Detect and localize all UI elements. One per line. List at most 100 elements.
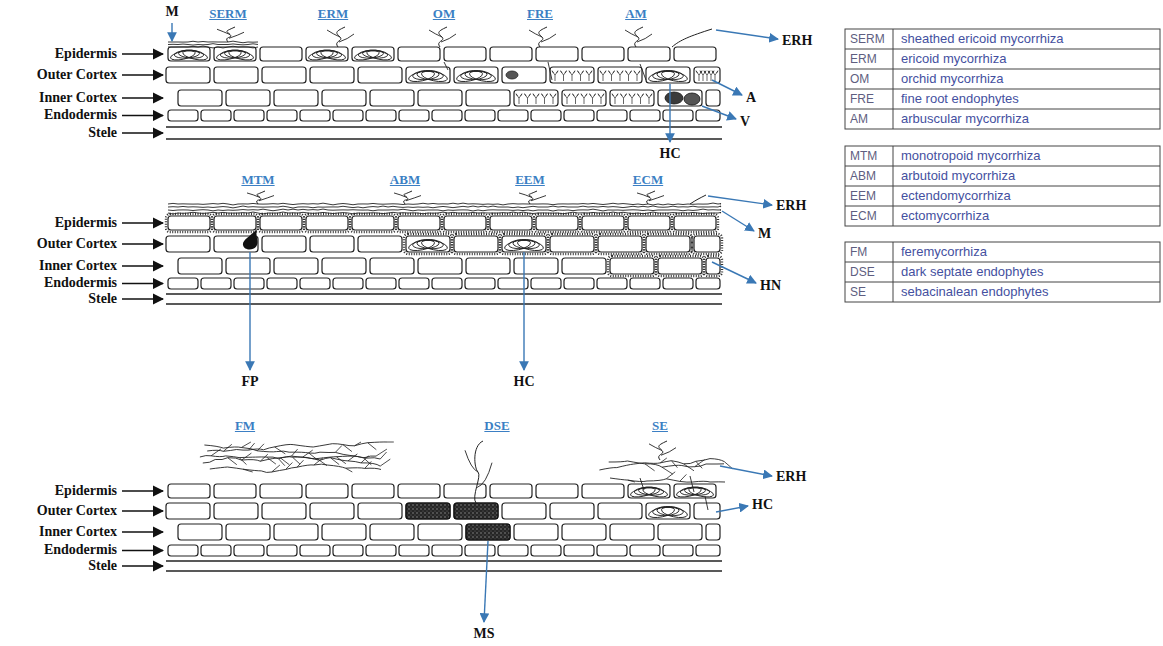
outer-cortex-cell <box>598 67 642 83</box>
endodermis-cell <box>201 278 231 289</box>
endodermis-cell <box>234 278 264 289</box>
table-rule <box>893 146 894 226</box>
leader-arrow <box>716 506 748 512</box>
inner-cortex-cell <box>178 524 222 540</box>
table-abbreviation: EEM <box>850 188 876 204</box>
hyphal-coil <box>661 505 689 519</box>
table-rule <box>845 206 1160 207</box>
hartig-net <box>672 214 718 232</box>
hypha <box>659 441 667 460</box>
hartig-net <box>452 234 500 254</box>
hartig-net <box>548 234 596 254</box>
type-label: ECM <box>633 172 663 188</box>
part-label: Endodermis <box>44 275 117 291</box>
epidermis-cell <box>582 47 624 61</box>
arbuscule <box>590 94 596 105</box>
hypha <box>429 30 442 37</box>
hypha <box>661 448 676 456</box>
arbuscule <box>617 71 623 82</box>
type-label: DSE <box>484 418 509 434</box>
hypha <box>635 27 643 47</box>
hypha <box>275 447 286 454</box>
epidermis-cell <box>490 47 532 61</box>
epidermis-cell <box>306 47 348 61</box>
hypha <box>346 468 353 472</box>
hyphal-coil <box>688 486 714 499</box>
endodermis-cell <box>597 545 627 556</box>
hypha <box>649 444 662 451</box>
hyphal-coil <box>228 49 254 62</box>
hypha <box>444 62 646 80</box>
outer-cortex-cell <box>358 236 402 252</box>
outer-cortex-cell <box>214 67 258 83</box>
tissue-pointer <box>122 565 163 567</box>
inner-cortex-cell <box>466 90 510 106</box>
tissue-pointer <box>122 74 163 76</box>
hartig-net <box>404 234 452 254</box>
endodermis-cell <box>597 110 627 121</box>
leader-arrow <box>484 541 488 622</box>
endodermis-cell <box>630 110 660 121</box>
table-rule <box>845 186 1160 187</box>
hartig-net <box>442 214 488 232</box>
endodermis-cell <box>465 110 495 121</box>
table-abbreviation: ABM <box>850 168 876 184</box>
part-label: Outer Cortex <box>37 503 117 519</box>
endodermis-cell <box>333 545 363 556</box>
arbuscule <box>626 71 632 82</box>
arbuscule <box>561 71 567 82</box>
arbuscule <box>609 71 615 82</box>
hyphal-coil <box>469 69 497 83</box>
hypha <box>441 34 456 42</box>
table-abbreviation: DSE <box>850 264 875 280</box>
arbuscule <box>550 94 556 105</box>
tissue-pointer <box>122 531 163 533</box>
type-label: SE <box>652 418 668 434</box>
endodermis-cell <box>399 545 429 556</box>
type-label: MTM <box>241 172 274 188</box>
outer-cortex-cell <box>406 503 450 519</box>
type-label: EEM <box>515 172 545 188</box>
hypha <box>649 196 664 201</box>
inner-cortex-cell <box>658 524 702 540</box>
hartig-net <box>488 214 534 232</box>
hartig-net <box>500 234 548 254</box>
fungal-mantle <box>168 203 721 205</box>
inner-cortex-cell <box>706 258 720 274</box>
hypha <box>279 459 285 466</box>
part-label: A <box>746 90 756 106</box>
outer-cortex-cell <box>694 236 720 252</box>
inner-cortex-cell <box>610 524 654 540</box>
endodermis-cell <box>630 545 660 556</box>
hartig-net <box>692 234 722 254</box>
inner-cortex-cell <box>178 258 222 274</box>
hypha <box>239 458 246 465</box>
epidermis-cell <box>398 216 440 230</box>
endodermis-cell <box>531 278 561 289</box>
table-abbreviation: ERM <box>850 51 877 67</box>
leader-arrow <box>722 211 754 231</box>
epidermis-cell <box>674 47 716 61</box>
outer-cortex-cell <box>166 503 210 519</box>
arbuscule <box>612 94 618 105</box>
microsclerotium <box>466 524 510 540</box>
outer-cortex-cell <box>262 67 306 83</box>
inner-cortex-cell <box>466 524 510 540</box>
inner-cortex-cell <box>610 90 654 106</box>
hypha <box>327 30 340 37</box>
inner-cortex-cell <box>226 90 270 106</box>
endodermis-cell <box>432 545 462 556</box>
inner-cortex-cell <box>706 524 720 540</box>
hypha <box>293 457 301 464</box>
endodermis-cell <box>696 278 720 289</box>
arbuscule <box>600 71 606 82</box>
hypha <box>387 442 394 443</box>
hyphal-coil <box>320 49 346 62</box>
type-label: OM <box>433 6 455 22</box>
stele-line <box>166 560 722 561</box>
hypha <box>280 458 289 465</box>
endodermis-cell <box>597 278 627 289</box>
endodermis-cell <box>300 278 330 289</box>
inner-cortex-cell <box>370 258 414 274</box>
hartig-net <box>644 234 692 254</box>
